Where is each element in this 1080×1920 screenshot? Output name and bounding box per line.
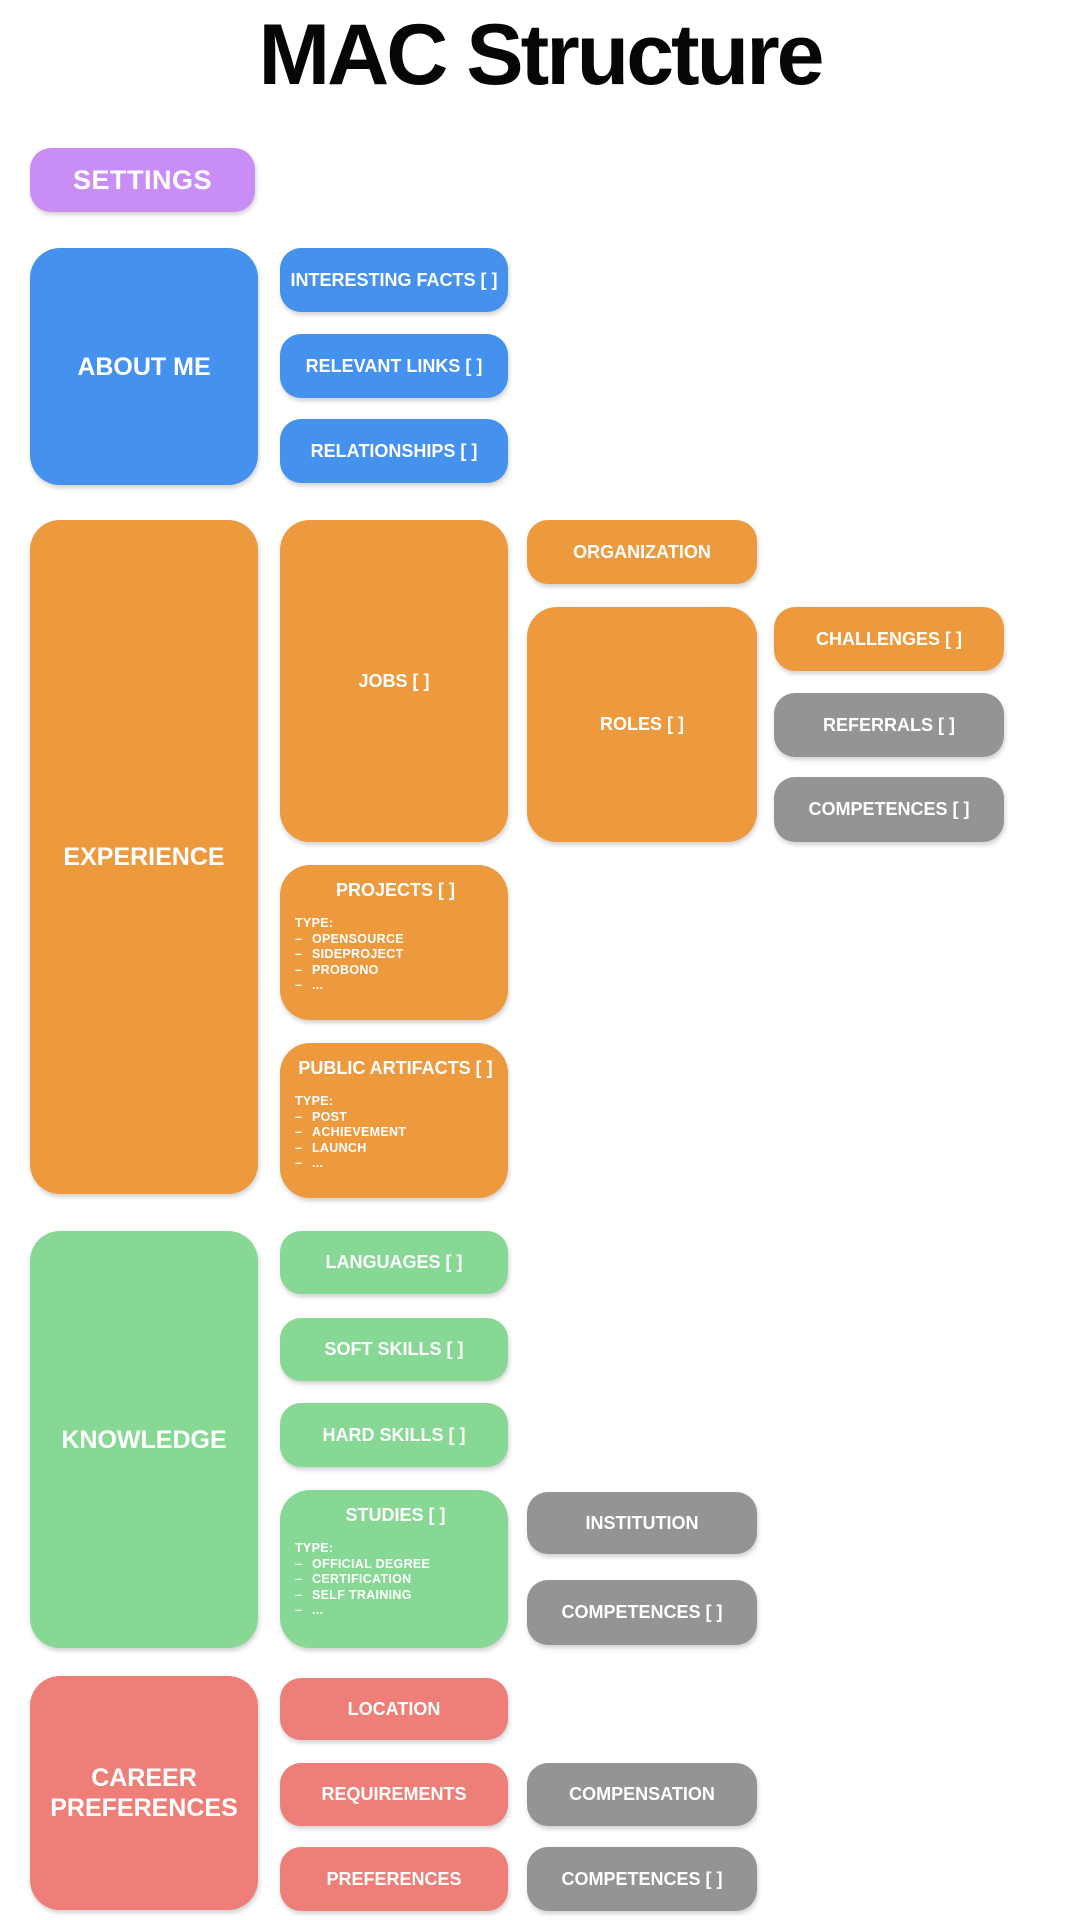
dash-bullet: – (295, 1556, 303, 1571)
hard-skills-node[interactable]: HARD SKILLS [ ] (280, 1403, 508, 1467)
studies-type-item: –CERTIFICATION (295, 1572, 412, 1586)
studies-type-item: –SELF TRAINING (295, 1587, 412, 1602)
projects-type-item: –SIDEPROJECT (295, 947, 404, 961)
career-competences-label: COMPETENCES [ ] (561, 1868, 723, 1889)
location-node[interactable]: LOCATION (280, 1678, 508, 1740)
relevant-links-label: RELEVANT LINKS [ ] (305, 355, 483, 376)
dash-bullet: – (295, 962, 303, 977)
career-preferences-node[interactable]: CAREER PREFERENCES (30, 1676, 258, 1910)
roles-node[interactable]: ROLES [ ] (527, 607, 757, 842)
dash-bullet: – (295, 978, 303, 992)
studies-competences-label: COMPETENCES [ ] (561, 1602, 723, 1622)
studies-node[interactable]: STUDIES [ ] TYPE: –OFFICIAL DEGREE –CERT… (280, 1490, 508, 1648)
referrals-label: REFERRALS [ ] (823, 714, 955, 735)
dash-bullet: – (295, 1572, 303, 1586)
organization-node[interactable]: ORGANIZATION (527, 520, 757, 584)
jobs-node[interactable]: JOBS [ ] (280, 520, 508, 842)
dash-bullet: – (295, 1125, 303, 1139)
public-artifacts-type-item: –POST (295, 1109, 348, 1124)
languages-node[interactable]: LANGUAGES [ ] (280, 1231, 508, 1294)
dash-bullet: – (295, 1603, 303, 1617)
public-artifacts-type-heading: TYPE: (295, 1094, 334, 1108)
challenges-label: CHALLENGES [ ] (816, 628, 962, 649)
jobs-label: JOBS [ ] (358, 670, 430, 691)
public-artifacts-node[interactable]: PUBLIC ARTIFACTS [ ] TYPE: –POST –ACHIEV… (280, 1043, 508, 1198)
projects-type-item: –... (295, 978, 324, 992)
referrals-node[interactable]: REFERRALS [ ] (774, 693, 1004, 757)
location-label: LOCATION (347, 1698, 441, 1719)
projects-type-heading: TYPE: (295, 916, 334, 930)
dash-bullet: – (295, 1140, 303, 1155)
requirements-label: REQUIREMENTS (321, 1784, 467, 1804)
hard-skills-label: HARD SKILLS [ ] (322, 1424, 466, 1445)
preferences-label: PREFERENCES (326, 1868, 462, 1889)
dash-bullet: – (295, 1109, 303, 1124)
studies-type-heading: TYPE: (295, 1541, 334, 1555)
compensation-node[interactable]: COMPENSATION (527, 1763, 757, 1826)
organization-label: ORGANIZATION (573, 541, 711, 562)
experience-label: EXPERIENCE (63, 843, 225, 871)
requirements-node[interactable]: REQUIREMENTS (280, 1763, 508, 1826)
studies-type-item: –OFFICIAL DEGREE (295, 1556, 431, 1571)
career-competences-node[interactable]: COMPETENCES [ ] (527, 1847, 757, 1911)
preferences-node[interactable]: PREFERENCES (280, 1847, 508, 1911)
public-artifacts-label: PUBLIC ARTIFACTS [ ] (298, 1058, 493, 1078)
knowledge-label: KNOWLEDGE (61, 1425, 227, 1454)
studies-competences-node[interactable]: COMPETENCES [ ] (527, 1580, 757, 1645)
about-me-node[interactable]: ABOUT ME (30, 248, 258, 485)
dash-bullet: – (295, 947, 303, 961)
dash-bullet: – (295, 1587, 303, 1602)
about-me-label: ABOUT ME (77, 352, 211, 381)
settings-label: SETTINGS (72, 164, 212, 195)
roles-label: ROLES [ ] (600, 714, 684, 734)
soft-skills-node[interactable]: SOFT SKILLS [ ] (280, 1318, 508, 1381)
public-artifacts-type-item: –LAUNCH (295, 1140, 367, 1155)
institution-label: INSTITUTION (585, 1512, 699, 1533)
languages-label: LANGUAGES [ ] (325, 1252, 463, 1272)
interesting-facts-node[interactable]: INTERESTING FACTS [ ] (280, 248, 508, 312)
roles-competences-label: COMPETENCES [ ] (808, 799, 970, 819)
dash-bullet: – (295, 931, 303, 946)
studies-label: STUDIES [ ] (345, 1505, 446, 1525)
studies-type-item: –... (295, 1603, 324, 1617)
career-preferences-label: CAREER PREFERENCES (50, 1764, 238, 1822)
soft-skills-label: SOFT SKILLS [ ] (324, 1339, 464, 1359)
public-artifacts-type-item: –... (295, 1156, 324, 1170)
relationships-node[interactable]: RELATIONSHIPS [ ] (280, 419, 508, 483)
projects-node[interactable]: PROJECTS [ ] TYPE: –OPENSOURCE –SIDEPROJ… (280, 865, 508, 1020)
relevant-links-node[interactable]: RELEVANT LINKS [ ] (280, 334, 508, 398)
public-artifacts-type-item: –ACHIEVEMENT (295, 1125, 407, 1139)
projects-type-item: –PROBONO (295, 962, 379, 977)
interesting-facts-label: INTERESTING FACTS [ ] (290, 269, 498, 290)
relationships-label: RELATIONSHIPS [ ] (310, 440, 478, 461)
diagram-title: MAC Structure (258, 7, 824, 103)
settings-node[interactable]: SETTINGS (30, 148, 255, 212)
roles-competences-node[interactable]: COMPETENCES [ ] (774, 777, 1004, 842)
challenges-node[interactable]: CHALLENGES [ ] (774, 607, 1004, 671)
dash-bullet: – (295, 1156, 303, 1170)
projects-label: PROJECTS [ ] (335, 880, 455, 900)
institution-node[interactable]: INSTITUTION (527, 1492, 757, 1554)
knowledge-node[interactable]: KNOWLEDGE (30, 1231, 258, 1648)
projects-type-item: –OPENSOURCE (295, 931, 404, 946)
experience-node[interactable]: EXPERIENCE (30, 520, 258, 1194)
compensation-label: COMPENSATION (569, 1784, 715, 1804)
